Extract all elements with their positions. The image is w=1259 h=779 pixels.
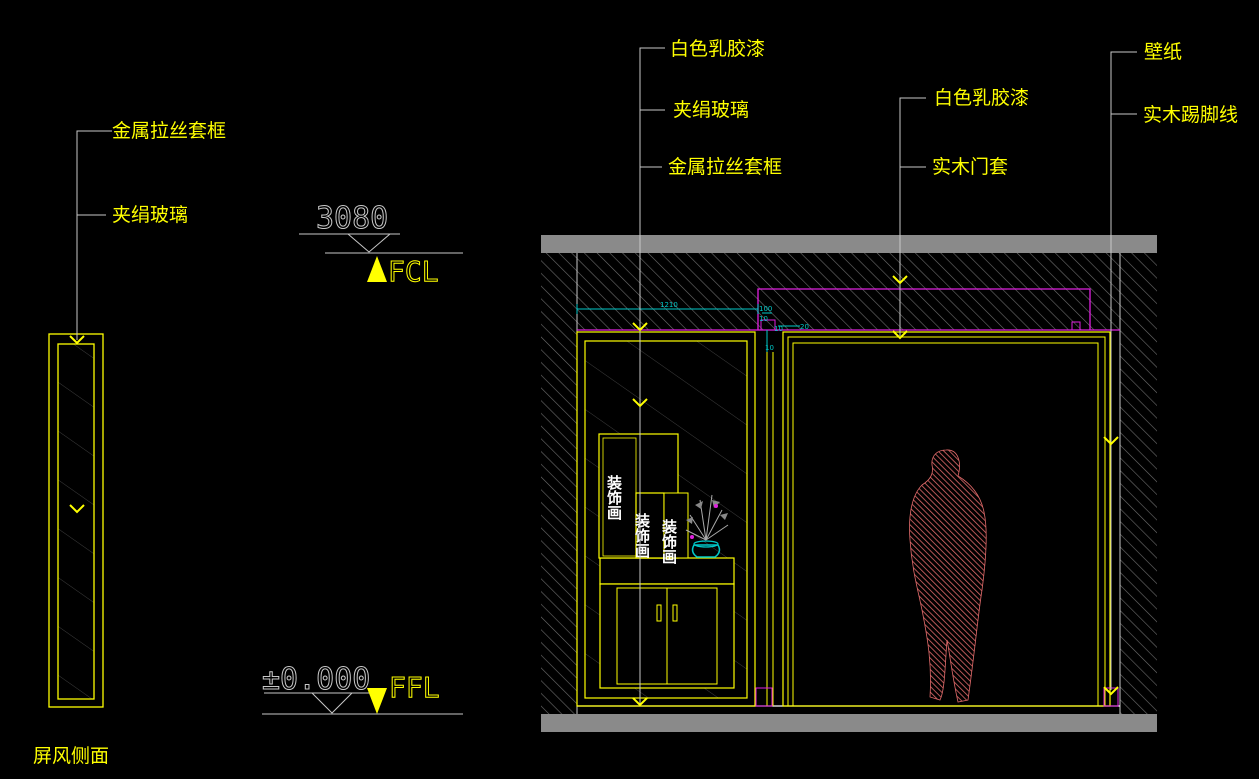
- leader-arrow-icon: [892, 330, 908, 340]
- label-white-latex-paint: 白色乳胶漆: [670, 38, 765, 60]
- floor-slab: [541, 714, 1157, 732]
- leader-arrow-icon: [69, 335, 85, 345]
- cabinet-handle-icon: [672, 604, 678, 622]
- level-up-arrow-icon: [367, 256, 387, 282]
- screen-side-title: 屏风侧面: [33, 745, 109, 767]
- floor-level-value: ±0.000: [262, 662, 370, 697]
- ceiling-detail: [760, 319, 776, 331]
- label-metal-frame: 金属拉丝套框: [668, 156, 782, 178]
- dimension-text: 10: [774, 325, 783, 333]
- screen-glass-panel: [57, 343, 95, 700]
- painting-frame: [635, 492, 665, 559]
- level-triangle-icon: [311, 692, 353, 714]
- leader-arrow-icon: [632, 322, 648, 332]
- label-wood-door-casing: 实木门套: [932, 156, 1008, 178]
- label-wallpaper: 壁纸: [1144, 41, 1182, 63]
- label-white-latex-paint: 白色乳胶漆: [934, 87, 1029, 109]
- ceiling-level-value: 3080: [316, 201, 388, 236]
- dimension-text: 1210: [660, 301, 678, 309]
- door-opening: [792, 342, 1099, 707]
- leader-line: [76, 130, 112, 340]
- leader-arrow-icon: [69, 504, 85, 514]
- label-metal-frame: 金属拉丝套框: [112, 120, 226, 142]
- floor-level-code: FFL: [389, 671, 440, 704]
- level-triangle-icon: [347, 233, 391, 253]
- screen-side-view: 金属拉丝套框 夹绢玻璃 屏风侧面: [33, 120, 226, 767]
- left-wall-section: [541, 253, 577, 714]
- ceiling-detail: [1071, 321, 1081, 331]
- vase-plant-icon: [685, 494, 729, 558]
- ceiling-level-code: FCL: [388, 255, 439, 288]
- label-laminated-glass: 夹绢玻璃: [673, 99, 749, 121]
- painting-label: 装饰画: [660, 518, 678, 565]
- dimension-text: 100: [759, 305, 772, 313]
- leader-arrow-icon: [892, 275, 908, 285]
- painting-frame: [663, 492, 689, 559]
- painting-label: 装饰画: [605, 474, 623, 521]
- ceiling-level-mark: 3080 FCL: [299, 201, 463, 289]
- leader-line: [1110, 51, 1137, 690]
- human-figure-icon: [909, 449, 987, 703]
- wall-elevation: 1210 100 10 10 20 10 装饰画 装饰画 装饰画: [541, 38, 1238, 732]
- dimension-text: 20: [800, 323, 809, 331]
- skirting-detail: [755, 687, 773, 707]
- leader-arrow-icon: [1103, 686, 1119, 696]
- ceiling-slab: [541, 235, 1157, 253]
- leader-line: [899, 97, 926, 336]
- floor-level-mark: ±0.000 FFL: [262, 662, 463, 715]
- ceiling-void-section: [577, 253, 1120, 330]
- level-down-arrow-icon: [367, 688, 387, 714]
- label-laminated-glass: 夹绢玻璃: [112, 204, 188, 226]
- screen-outer-frame: [48, 333, 104, 708]
- dimension-text: 10: [759, 315, 768, 323]
- dimension-text: 10: [765, 344, 774, 352]
- skirting-detail: [1103, 687, 1119, 707]
- leader-arrow-icon: [632, 697, 648, 707]
- painting-label: 装饰画: [633, 512, 651, 559]
- leader-line: [639, 47, 665, 704]
- label-wood-skirting: 实木踢脚线: [1143, 104, 1238, 126]
- leader-arrow-icon: [1103, 436, 1119, 446]
- leader-arrow-icon: [632, 398, 648, 408]
- cabinet-handle-icon: [656, 604, 662, 622]
- right-wall-section: [1120, 253, 1157, 714]
- cabinet-top: [599, 557, 735, 585]
